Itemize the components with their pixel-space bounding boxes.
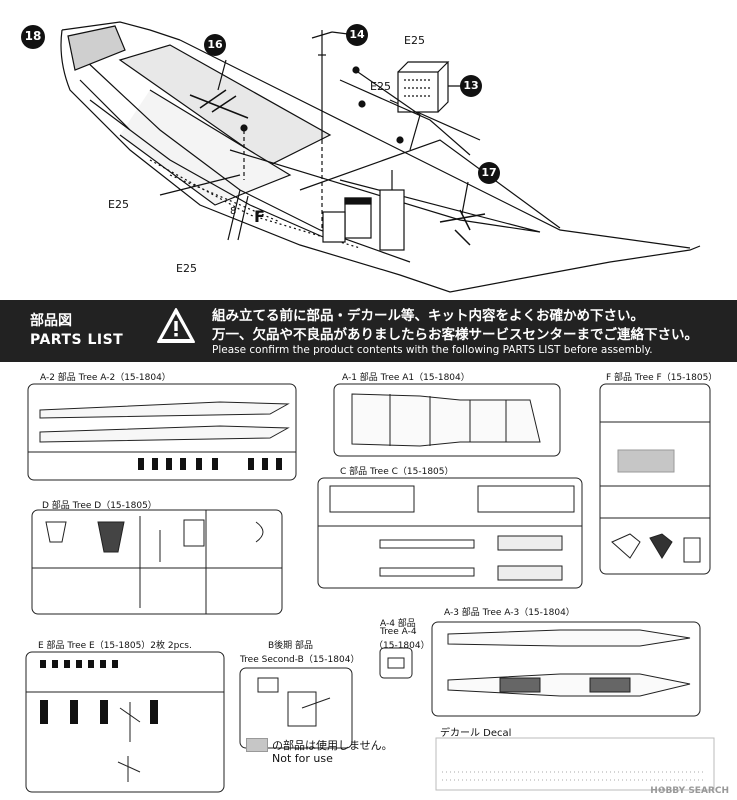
decal-sheet [435, 737, 715, 791]
tree-a4-label-en: Tree A-4 [380, 627, 417, 637]
tree-a4-label-jp: A-4 部品 [380, 619, 416, 629]
tree-a3-frame [431, 621, 701, 717]
callout-17: 17 [478, 162, 500, 184]
tree-b-label-en: Tree Second-B（15-1804） [240, 655, 360, 665]
tree-f-label: F 部品 Tree F（15-1805） [606, 373, 718, 383]
parts-title-en: PARTS LIST [30, 332, 124, 348]
tree-f-frame [599, 383, 711, 575]
ship-hull-drawing: F 8 [60, 21, 701, 293]
tree-b-frame [239, 667, 353, 749]
tree-a4-frame [379, 647, 413, 679]
legend-jp: の部品は使用しません。 [272, 739, 393, 752]
tree-a2-frame [27, 383, 297, 481]
decal-label: デカール Decal [440, 728, 512, 739]
not-for-use-swatch [246, 738, 268, 752]
notice-jp-2: 万一、欠品や不良品がありましたらお客様サービスセンターまでご連絡下さい。 [212, 327, 698, 343]
tree-a1-label: A-1 部品 Tree A1（15-1804） [342, 373, 470, 383]
callout-16: 16 [204, 34, 226, 56]
tree-e-label: E 部品 Tree E（15-1805）2枚 2pcs. [38, 641, 192, 651]
svg-text:8: 8 [230, 206, 236, 217]
tree-c-frame [317, 477, 583, 589]
step-number: 18 [24, 29, 42, 43]
callout-14: 14 [346, 24, 368, 46]
callout-13: 13 [460, 75, 482, 97]
step-badge [21, 25, 45, 49]
tree-e-frame [25, 651, 225, 793]
svg-text:F: F [254, 207, 265, 226]
tree-a2-label: A-2 部品 Tree A-2（15-1804） [40, 373, 171, 383]
e25-label: E25 [108, 198, 129, 211]
notice-en: Please confirm the product contents with… [212, 344, 653, 356]
warning-icon [157, 308, 195, 343]
watermark: H❶BBY SEARCH [650, 786, 729, 796]
e25-label: E25 [404, 34, 425, 47]
legend-en: Not for use [272, 752, 333, 765]
notice-jp-1: 組み立てる前に部品・デカール等、キット内容をよくお確かめ下さい。 [212, 308, 644, 324]
tree-b-label-jp: B後期 部品 [268, 641, 314, 651]
tree-a3-label: A-3 部品 Tree A-3（15-1804） [444, 608, 575, 618]
assembly-diagram: F 8 [0, 0, 737, 300]
parts-trees [25, 383, 715, 793]
tree-c-label: C 部品 Tree C（15-1805） [340, 467, 454, 477]
tree-d-label: D 部品 Tree D（15-1805） [42, 501, 157, 511]
tree-a1-frame [333, 383, 561, 457]
parts-title-jp: 部品図 [30, 313, 72, 329]
tree-d-frame [31, 509, 283, 615]
tree-a4-label-code: （15-1804） [374, 641, 430, 651]
parts-list-banner: 部品図 PARTS LIST 組み立てる前に部品・デカール等、キット内容をよくお… [0, 300, 737, 362]
e25-label: E25 [370, 80, 391, 93]
e25-label: E25 [176, 262, 197, 275]
